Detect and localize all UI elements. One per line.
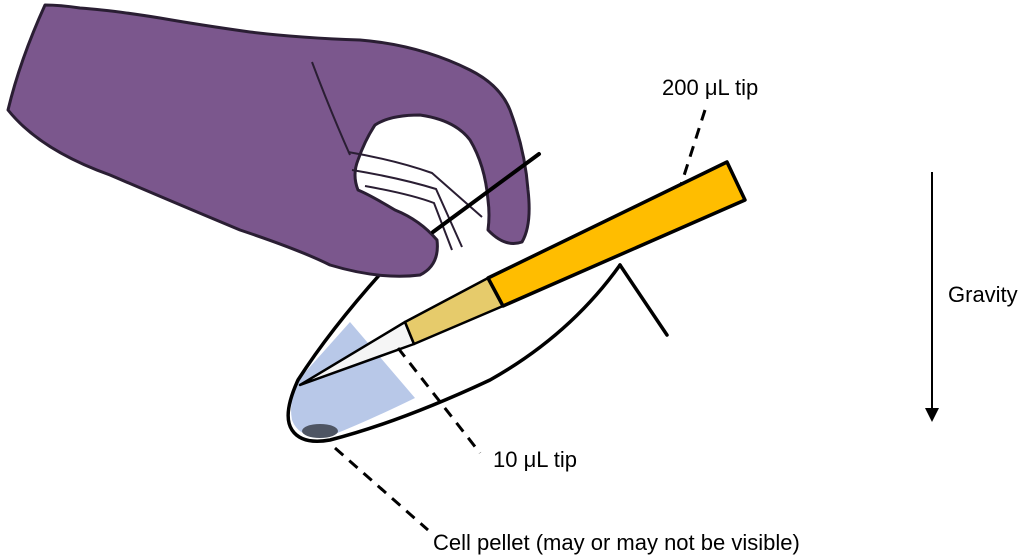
purple-glove	[6, 3, 531, 278]
tip-10-body	[403, 276, 505, 346]
cell-pellet	[302, 424, 338, 438]
label-cell-pellet: Cell pellet (may or may not be visible)	[433, 530, 800, 555]
glove-finger-crease-1	[347, 151, 483, 218]
leader-line-cell-pellet	[334, 446, 429, 532]
gravity-arrow-head	[925, 408, 939, 422]
tube-lid-hinge	[618, 263, 669, 337]
label-gravity: Gravity	[948, 282, 1018, 307]
tube-lid	[431, 152, 541, 234]
microcentrifuge-tube	[286, 263, 622, 443]
label-200-tip: 200 μL tip	[662, 75, 758, 100]
tip-200-body	[486, 160, 747, 308]
glove-finger-crease-3	[364, 185, 453, 251]
liquid-in-tube	[291, 322, 415, 437]
label-10-tip: 10 μL tip	[493, 447, 577, 472]
leader-line-200-tip	[679, 109, 707, 186]
glove-palm-crease	[311, 61, 351, 156]
glove-finger-crease-2	[351, 169, 463, 248]
leader-line-10-tip	[396, 347, 482, 454]
